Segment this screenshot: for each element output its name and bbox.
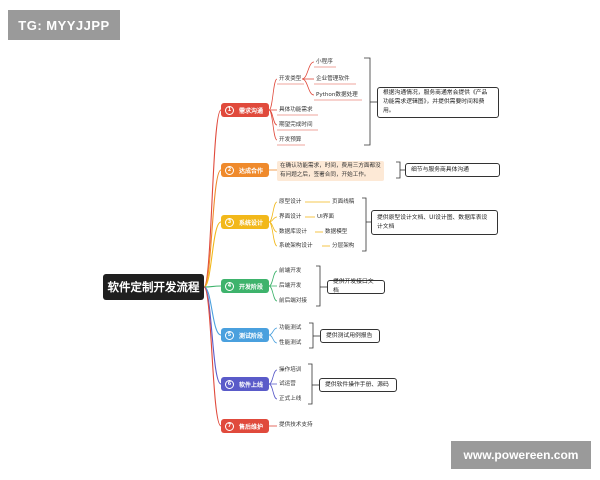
stage-number: 1 bbox=[225, 105, 234, 115]
connector bbox=[268, 201, 278, 223]
stage-node-3: 3 系统设计 bbox=[221, 215, 269, 229]
connector bbox=[396, 161, 401, 179]
connector bbox=[268, 334, 278, 344]
connector bbox=[268, 221, 278, 247]
watermark-bottom-right: www.powereen.com bbox=[451, 441, 591, 469]
stage-label: 软件上线 bbox=[239, 381, 264, 389]
stage-label: 测试阶段 bbox=[239, 332, 264, 340]
stage-number: 5 bbox=[225, 330, 234, 340]
stage-label: 需求沟通 bbox=[239, 107, 264, 115]
stage-node-7: 7 售后维护 bbox=[221, 419, 269, 433]
stage-node-2: 2 达成合作 bbox=[221, 163, 269, 177]
leaf-layered-arch: 分层架构 bbox=[332, 243, 355, 249]
note-box-3: 提供原型设计文档、UI设计图、数据库表设计文档 bbox=[371, 210, 498, 235]
agreement-line-1: 在确认功能需求，时间，费用三方面都没 bbox=[280, 163, 381, 169]
connector bbox=[364, 57, 371, 146]
leaf-agreement-text: 在确认功能需求，时间，费用三方面都没 有问题之后，签署合同，开始工作。 bbox=[277, 161, 384, 181]
connector bbox=[203, 109, 222, 288]
note-box-4: 提供开发接口文档 bbox=[327, 279, 385, 294]
note-box-2: 细节与服务商具体沟通 bbox=[405, 163, 500, 177]
connector bbox=[268, 327, 278, 336]
watermark-top-left: TG: MYYJJPP bbox=[8, 10, 120, 40]
leaf-develop-type: 开发类型 bbox=[279, 76, 302, 82]
connector bbox=[362, 197, 367, 252]
connector bbox=[268, 270, 278, 287]
stage-node-6: 6 软件上线 bbox=[221, 377, 269, 391]
leaf-training: 操作培训 bbox=[279, 367, 302, 373]
leaf-type-miniprogram: 小程序 bbox=[316, 59, 333, 65]
leaf-perf-test: 性能测试 bbox=[279, 340, 302, 346]
connector bbox=[268, 109, 278, 141]
stage-label: 售后维护 bbox=[239, 423, 264, 431]
leaf-db-design: 数据库设计 bbox=[279, 229, 307, 235]
connector bbox=[268, 78, 278, 111]
leaf-data-model: 数据模型 bbox=[325, 229, 348, 235]
connector bbox=[203, 221, 222, 288]
stage-node-4: 4 开发阶段 bbox=[221, 279, 269, 293]
leaf-ui-design: 界面设计 bbox=[279, 214, 302, 220]
connector bbox=[301, 78, 315, 96]
leaf-arch-design: 系统架构设计 bbox=[279, 243, 313, 249]
leaf-func-test: 功能测试 bbox=[279, 325, 302, 331]
leaf-go-live: 正式上线 bbox=[279, 396, 302, 402]
leaf-function-req: 具体功能需求 bbox=[279, 107, 313, 113]
stage-node-1: 1 需求沟通 bbox=[221, 103, 269, 117]
leaf-expected-time: 期望完成时间 bbox=[279, 122, 313, 128]
note-box-5: 提供测试用例报告 bbox=[320, 329, 380, 343]
connector bbox=[268, 369, 278, 385]
leaf-ui-screens: UI界面 bbox=[317, 214, 334, 220]
leaf-prototype: 原型设计 bbox=[279, 199, 302, 205]
leaf-frontend: 前端开发 bbox=[279, 268, 302, 274]
stage-number: 4 bbox=[225, 281, 234, 291]
note-box-1: 根据沟通情况，服务商通常会提供《产品功能需求逻辑图》，并提供需要时间和费用。 bbox=[377, 87, 499, 118]
stage-label: 开发阶段 bbox=[239, 283, 264, 291]
connector bbox=[268, 285, 278, 302]
stage-node-5: 5 测试阶段 bbox=[221, 328, 269, 342]
leaf-wireframe: 页面线稿 bbox=[332, 199, 355, 205]
connector bbox=[309, 322, 314, 349]
leaf-type-enterprise: 企业管理软件 bbox=[316, 76, 350, 82]
connector bbox=[203, 285, 222, 288]
leaf-integration: 前后端对接 bbox=[279, 298, 307, 304]
stage-number: 6 bbox=[225, 379, 234, 389]
note-box-6: 提供软件操作手册、源码 bbox=[319, 378, 397, 392]
leaf-tech-support: 提供技术支持 bbox=[279, 422, 313, 428]
connector bbox=[203, 169, 222, 288]
stage-label: 达成合作 bbox=[239, 167, 264, 175]
agreement-line-2: 有问题之后，签署合同，开始工作。 bbox=[280, 172, 370, 178]
stage-number: 2 bbox=[225, 165, 234, 175]
connector bbox=[268, 383, 278, 400]
connector bbox=[308, 363, 313, 405]
connector bbox=[203, 286, 222, 427]
leaf-backend: 后端开发 bbox=[279, 283, 302, 289]
stage-number: 3 bbox=[225, 217, 234, 227]
connector bbox=[301, 61, 315, 80]
stage-label: 系统设计 bbox=[239, 219, 264, 227]
root-node: 软件定制开发流程 bbox=[103, 274, 204, 300]
connector bbox=[316, 265, 321, 307]
stage-number: 7 bbox=[225, 421, 234, 431]
leaf-budget: 开发预算 bbox=[279, 137, 302, 143]
leaf-type-python: Python数据处理 bbox=[316, 92, 358, 98]
leaf-trial-run: 试运营 bbox=[279, 381, 296, 387]
